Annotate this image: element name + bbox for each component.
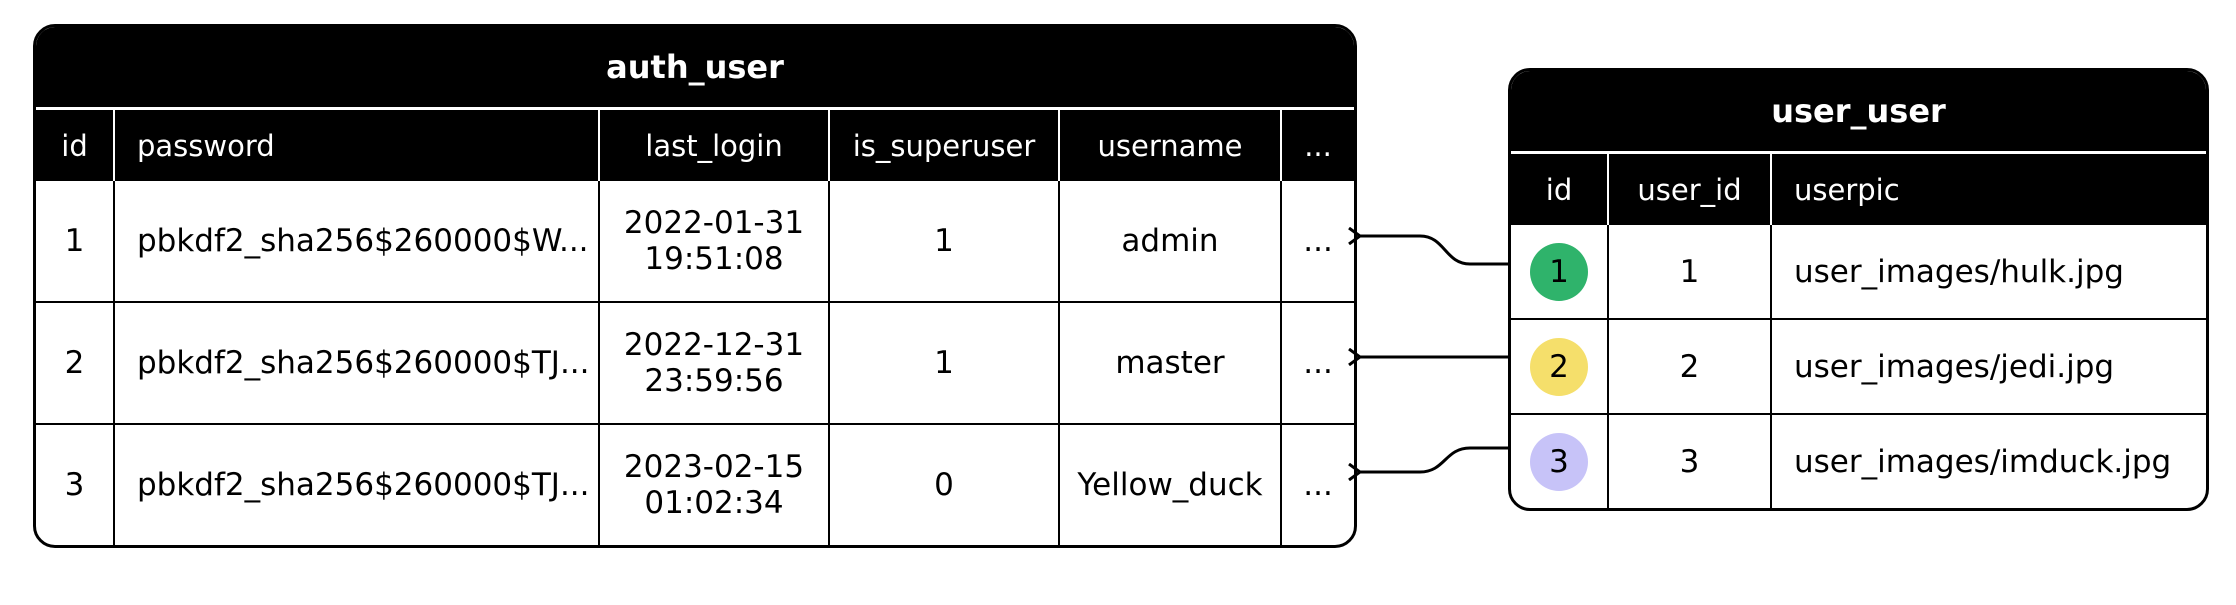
last-login-date: 2022-01-31	[623, 205, 805, 241]
column-header-password: password	[113, 108, 599, 181]
cell-user-id: 1	[1607, 225, 1771, 319]
cell-id: 1	[1511, 225, 1608, 319]
cell-username: Yellow_duck	[1058, 423, 1281, 545]
cell-userpic: user_images/jedi.jpg	[1770, 318, 2206, 414]
cell-is-superuser: 1	[828, 181, 1059, 302]
id-badge: 3	[1530, 432, 1588, 491]
cell-username: master	[1058, 301, 1281, 424]
cell-password: pbkdf2_sha256$260000$TJ...	[113, 423, 599, 545]
cell-more: ...	[1279, 301, 1354, 424]
cell-id: 2	[1511, 318, 1608, 414]
cell-id: 2	[36, 301, 114, 424]
id-badge: 2	[1530, 337, 1588, 396]
cell-user-id: 2	[1607, 318, 1771, 414]
user-user-table: user_user id user_id userpic 1 1 user_im…	[1508, 68, 2209, 511]
column-header-username: username	[1058, 108, 1281, 181]
cell-more: ...	[1279, 181, 1354, 302]
column-header-more: ...	[1279, 108, 1354, 181]
cell-more: ...	[1279, 423, 1354, 545]
relation-arrow-3	[1360, 446, 1508, 472]
table-row: 1 1 user_images/hulk.jpg	[1511, 225, 2206, 319]
column-header-last-login: last_login	[598, 108, 829, 181]
column-header-user-id: user_id	[1607, 152, 1771, 225]
cell-id: 3	[36, 423, 114, 545]
cell-is-superuser: 0	[828, 423, 1059, 545]
cell-id: 1	[64, 223, 85, 259]
cell-userpic: user_images/imduck.jpg	[1770, 413, 2206, 508]
column-header-is-superuser: is_superuser	[828, 108, 1059, 181]
relation-arrow-1	[1360, 236, 1508, 266]
cell-is-superuser: 1	[828, 301, 1059, 424]
table-title: auth_user	[36, 27, 1354, 110]
cell-username: admin	[1058, 181, 1281, 302]
column-header-userpic: userpic	[1770, 152, 2206, 225]
table-row: 2 2 user_images/jedi.jpg	[1511, 318, 2206, 414]
last-login-date: 2023-02-15	[623, 449, 805, 485]
id-badge: 1	[1530, 242, 1588, 301]
table-title: user_user	[1511, 71, 2206, 154]
last-login-time: 19:51:08	[644, 241, 784, 277]
last-login-time: 23:59:56	[644, 363, 784, 399]
last-login-time: 01:02:34	[644, 485, 784, 521]
cell-password: pbkdf2_sha256$260000$TJ...	[113, 301, 599, 424]
table-row: 3 3 user_images/imduck.jpg	[1511, 413, 2206, 508]
cell-user-id: 3	[1607, 413, 1771, 508]
column-header-id: id	[36, 108, 114, 181]
cell-userpic: user_images/hulk.jpg	[1770, 225, 2206, 319]
cell-id: 3	[1511, 413, 1608, 508]
auth-user-table: auth_user id password last_login is_supe…	[33, 24, 1357, 548]
last-login-date: 2022-12-31	[623, 327, 805, 363]
column-header-id: id	[1511, 152, 1608, 225]
cell-password: pbkdf2_sha256$260000$W...	[113, 181, 599, 302]
